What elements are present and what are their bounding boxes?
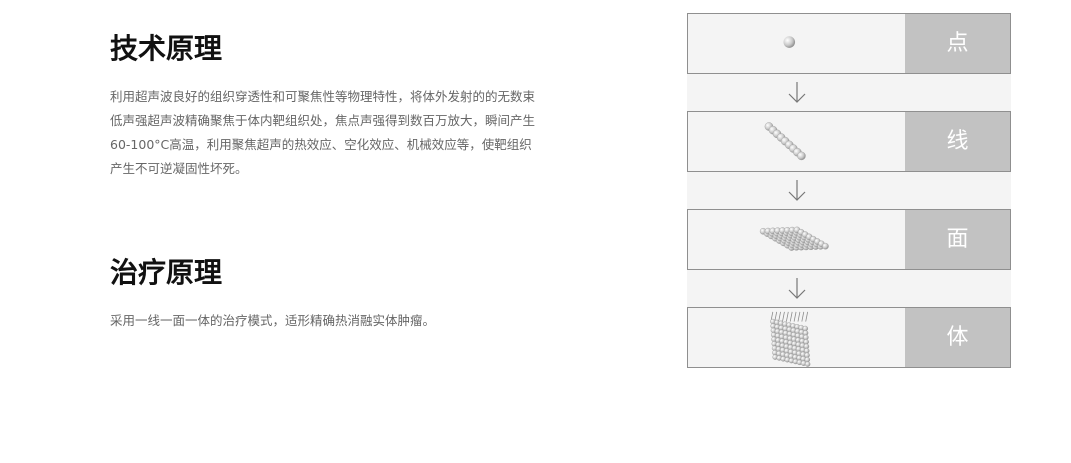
point-line-plane-volume-diagram: 点 线 面 体 bbox=[687, 13, 1011, 368]
volume-icon bbox=[770, 311, 811, 367]
plane-icon bbox=[759, 226, 829, 251]
stage-line: 线 bbox=[687, 111, 1011, 172]
arrow-down-icon bbox=[788, 82, 806, 103]
stage-point: 点 bbox=[687, 13, 1011, 74]
treatment-principle-title: 治疗原理 bbox=[110, 256, 223, 289]
stage-label-line: 线 bbox=[905, 112, 1010, 171]
line-icon bbox=[764, 122, 806, 161]
stage-plane: 面 bbox=[687, 209, 1011, 270]
arrow-down-icon bbox=[788, 180, 806, 201]
arrow-row bbox=[687, 74, 1011, 111]
stage-label-volume: 体 bbox=[905, 308, 1010, 367]
treatment-principle-section: 治疗原理 采用一线一面一体的治疗模式，适形精确热消融实体肿瘤。 bbox=[110, 255, 540, 333]
stage-volume: 体 bbox=[687, 307, 1011, 368]
tech-principle-section: 技术原理 利用超声波良好的组织穿透性和可聚焦性等物理特性，将体外发射的的无数束低… bbox=[110, 31, 540, 181]
tech-principle-title: 技术原理 bbox=[110, 32, 223, 65]
tech-principle-body: 利用超声波良好的组织穿透性和可聚焦性等物理特性，将体外发射的的无数束低声强超声波… bbox=[110, 89, 536, 176]
stage-label-plane: 面 bbox=[905, 210, 1010, 269]
arrow-down-icon bbox=[788, 278, 806, 299]
arrow-row bbox=[687, 172, 1011, 209]
arrow-row bbox=[687, 270, 1011, 307]
treatment-principle-body: 采用一线一面一体的治疗模式，适形精确热消融实体肿瘤。 bbox=[110, 313, 436, 328]
stage-label-point: 点 bbox=[905, 14, 1010, 73]
dot-icon bbox=[783, 36, 796, 48]
